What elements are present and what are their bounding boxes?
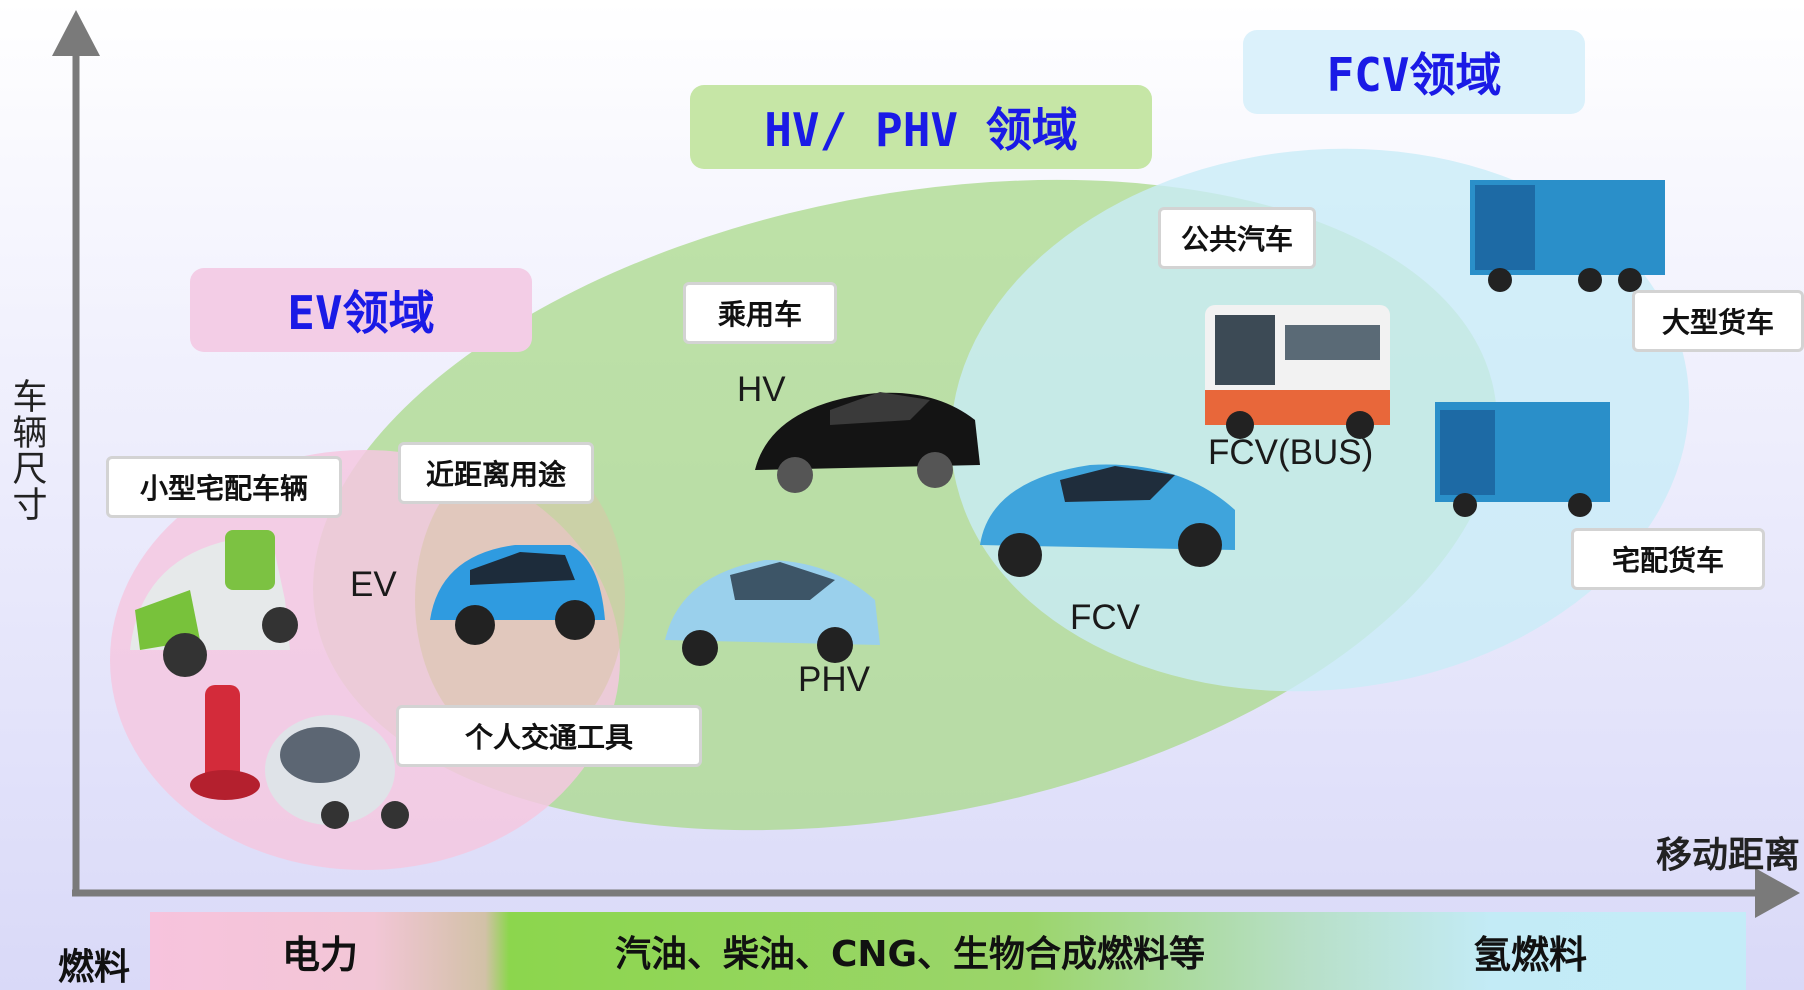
- delivery-truck-text: 宅配货车: [1611, 544, 1724, 577]
- public-bus-label: 公共汽车: [1158, 207, 1316, 269]
- personal-mobility-text: 个人交通工具: [464, 721, 633, 754]
- hv-car-image: [755, 392, 980, 493]
- short-range-text: 近距离用途: [425, 458, 566, 491]
- large-truck-image: [1470, 180, 1665, 292]
- personal-mobility-label: 个人交通工具: [396, 705, 702, 767]
- large-truck-label: 大型货车: [1632, 290, 1804, 352]
- phv-car-image: [665, 560, 880, 666]
- ev-domain-banner: EV领域: [190, 268, 532, 352]
- delivery-truck-image: [1435, 402, 1610, 517]
- ev-car-image: [430, 545, 605, 645]
- fuel-fossil: 汽油、柴油、CNG、生物合成燃料等: [614, 934, 1206, 975]
- x-axis-arrow: [1755, 868, 1800, 918]
- ev-vehicle-label: EV: [350, 565, 397, 604]
- passenger-car-text: 乘用车: [717, 298, 802, 331]
- fcv-bus-image: [1205, 305, 1390, 439]
- public-bus-text: 公共汽车: [1180, 223, 1293, 256]
- hv-phv-domain-label: HV/ PHV 领域: [764, 103, 1078, 157]
- large-truck-text: 大型货车: [1661, 306, 1774, 339]
- fuel-title: 燃料: [58, 947, 131, 988]
- short-range-label: 近距离用途: [398, 442, 594, 504]
- fcv-domain-banner: FCV领域: [1243, 30, 1585, 114]
- personal-mobility-image: [190, 685, 409, 829]
- y-axis-arrow: [52, 10, 100, 56]
- phv-vehicle-label: PHV: [798, 660, 870, 699]
- coms-ev-image: [130, 530, 298, 677]
- fcv-car-image: [980, 464, 1235, 577]
- hv-vehicle-label: HV: [737, 370, 786, 409]
- small-delivery-label: 小型宅配车辆: [106, 456, 342, 518]
- passenger-car-label: 乘用车: [683, 282, 837, 344]
- ev-domain-label: EV领域: [287, 286, 435, 340]
- y-axis-label: 车辆尺寸: [12, 378, 48, 526]
- fuel-hydrogen: 氢燃料: [1472, 932, 1587, 977]
- delivery-truck-label: 宅配货车: [1571, 528, 1765, 590]
- fuel-bar: [150, 912, 1746, 990]
- hv-phv-domain-banner: HV/ PHV 领域: [690, 85, 1152, 169]
- small-delivery-text: 小型宅配车辆: [139, 472, 308, 505]
- fuel-electric: 电力: [281, 932, 358, 977]
- fcv-vehicle-label: FCV: [1070, 598, 1140, 637]
- fcv-domain-label: FCV领域: [1326, 48, 1502, 102]
- fcv-bus-vehicle-label: FCV(BUS): [1208, 433, 1374, 472]
- x-axis-label: 移动距离: [1655, 835, 1800, 876]
